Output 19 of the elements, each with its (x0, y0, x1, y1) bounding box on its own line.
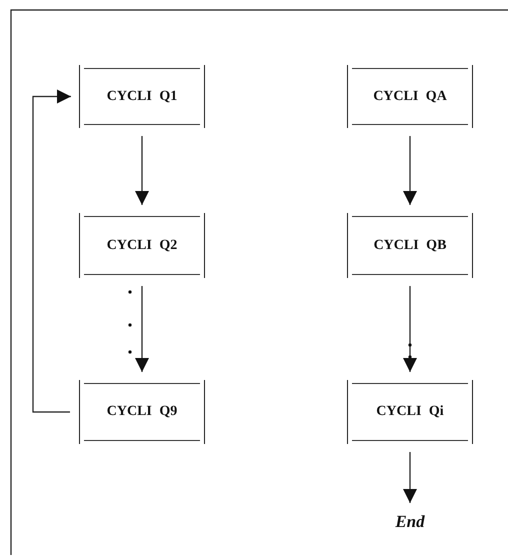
box-label: CYCLI Q9 (106, 404, 178, 420)
process-box (347, 213, 473, 278)
arrow (32, 90, 71, 413)
process-box (79, 213, 205, 278)
box-label: CYCLI Q2 (106, 238, 178, 254)
box-label: CYCLI QA (373, 88, 447, 104)
process-box (79, 380, 205, 444)
box-label: CYCLI QB (374, 238, 446, 254)
arrow (403, 452, 417, 503)
arrow (403, 136, 417, 205)
arrow (135, 286, 149, 372)
box-label: CYCLI Q1 (106, 88, 178, 104)
process-box (347, 380, 473, 444)
process-box (347, 65, 473, 128)
arrow (403, 286, 417, 372)
process-box (79, 65, 205, 128)
arrow (135, 136, 149, 205)
box-label: CYCLI Qi (376, 404, 444, 420)
end-label: End (395, 512, 425, 532)
